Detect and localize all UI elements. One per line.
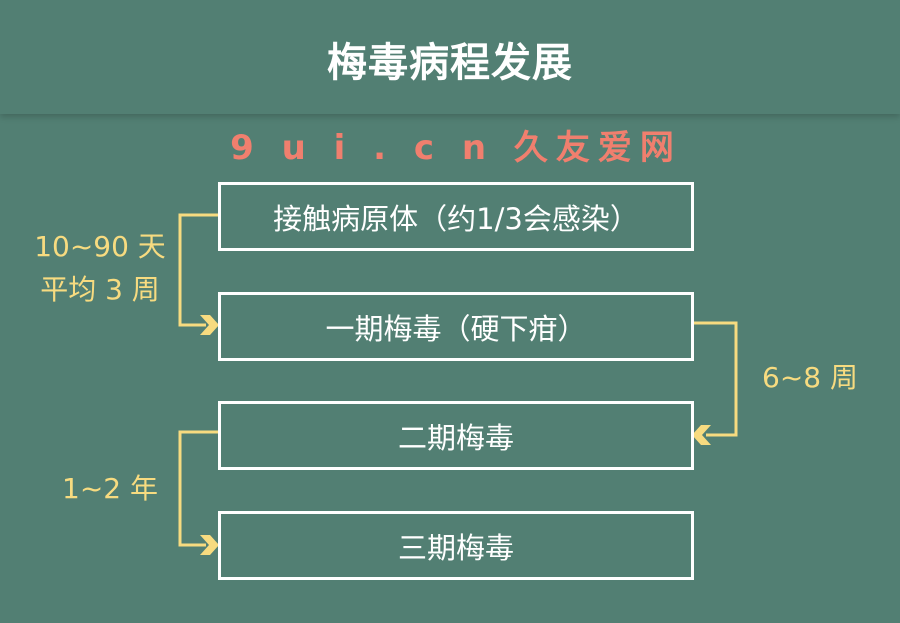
arrow-left-icon (692, 425, 711, 445)
interval-label-average: 平均 3 周 (40, 273, 160, 306)
stage-primary-syphilis: 一期梅毒（硬下疳） (218, 292, 694, 361)
connector-secondary-to-tertiary (178, 430, 218, 547)
page-title: 梅毒病程发展 (327, 40, 573, 86)
stage-tertiary-syphilis: 三期梅毒 (218, 511, 694, 580)
arrow-right-icon (200, 535, 219, 555)
interval-label-primary-to-secondary: 6~8 周 (762, 361, 858, 394)
stage-exposure: 接触病原体（约1/3会感染） (218, 182, 694, 251)
stage-secondary-syphilis: 二期梅毒 (218, 401, 694, 470)
connector-exposure-to-primary (178, 213, 218, 327)
header-band (0, 0, 900, 114)
interval-label-secondary-to-tertiary: 1~2 年 (62, 472, 158, 505)
watermark: 9 u i . c n 久友爱网 (230, 128, 682, 168)
arrow-right-icon (200, 315, 219, 335)
connector-primary-to-secondary (693, 321, 738, 437)
interval-label-incubation: 10~90 天 (34, 230, 166, 263)
